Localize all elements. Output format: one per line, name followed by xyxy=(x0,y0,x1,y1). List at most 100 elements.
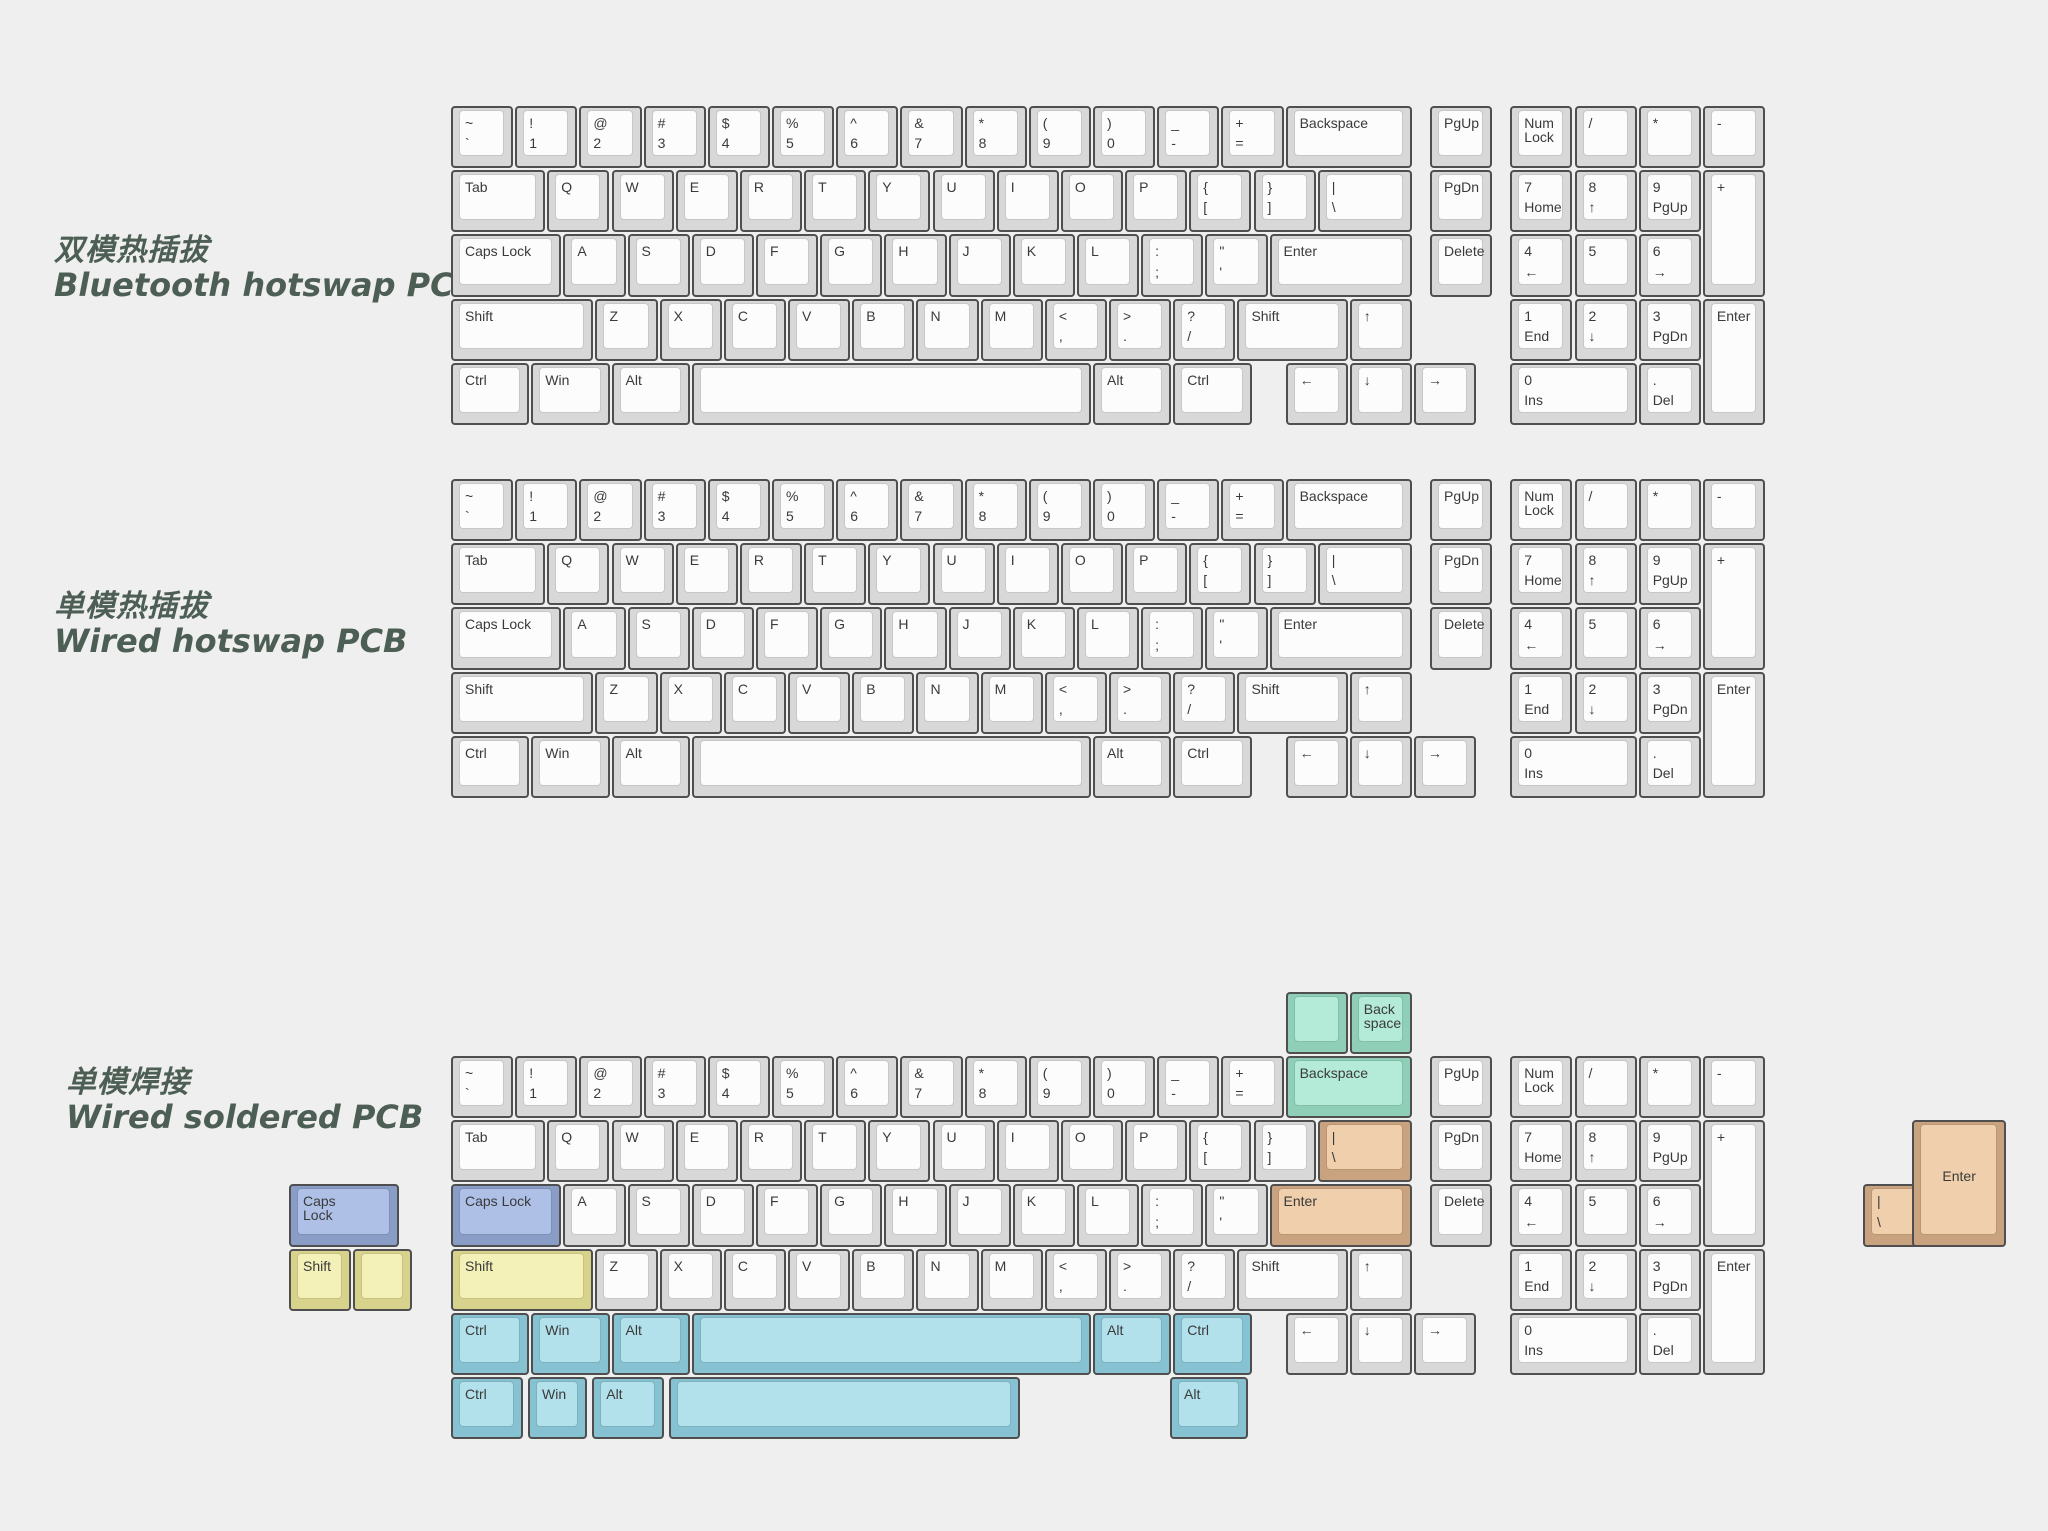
key-sublegend: . xyxy=(1123,327,1127,344)
key-sublegend: ↓ xyxy=(1588,700,1596,717)
key-symbol: #3 xyxy=(643,106,706,169)
key-r: R xyxy=(739,543,803,606)
key-o: O xyxy=(1060,1120,1124,1183)
key-legend: F xyxy=(769,1193,779,1210)
key-symbol: %5 xyxy=(772,1056,835,1119)
key-legend: PgUp xyxy=(1444,115,1480,131)
key-legend: + xyxy=(1235,1065,1244,1081)
key-shift: Shift xyxy=(1237,298,1348,361)
key-symbol: * xyxy=(1638,1056,1701,1119)
key-legend: ( xyxy=(1042,115,1048,131)
key-5: 5 xyxy=(1574,1184,1637,1247)
key-sublegend: 8 xyxy=(978,508,987,525)
key-sublegend: ← xyxy=(1524,1213,1539,1230)
key-legend: Win xyxy=(545,371,570,388)
key-legend: E xyxy=(689,552,700,569)
key-symbol: - xyxy=(1702,1056,1766,1119)
key-legend: Win xyxy=(545,744,570,761)
key-symbol: #3 xyxy=(643,479,706,542)
key-legend: Enter xyxy=(1283,616,1318,633)
key-symbol: :; xyxy=(1141,607,1204,670)
key-legend: + xyxy=(1716,552,1726,569)
key-sublegend: , xyxy=(1058,700,1063,717)
key-q: Q xyxy=(547,1120,610,1183)
key-enter: Enter xyxy=(1702,671,1766,798)
key-legend: O xyxy=(1074,552,1086,569)
key-legend: Caps Lock xyxy=(465,616,532,633)
key-symbol: (9 xyxy=(1028,106,1091,169)
key-sublegend: 8 xyxy=(978,1085,987,1102)
key-legend: @ xyxy=(593,115,608,131)
key-sublegend: ↑ xyxy=(1588,199,1596,216)
key-sublegend: 0 xyxy=(1107,135,1115,152)
key-symbol: )0 xyxy=(1093,479,1156,542)
key-sublegend: Del xyxy=(1652,764,1674,781)
key-legend: Shift xyxy=(303,1257,332,1274)
key-r: R xyxy=(739,1120,803,1183)
key-legend: Shift xyxy=(1251,1257,1280,1274)
key-symbol: ^6 xyxy=(836,1056,899,1119)
key-a: A xyxy=(563,607,626,670)
key-legend: E xyxy=(689,1129,700,1146)
key-legend: } xyxy=(1267,1129,1273,1146)
key-symbol: += xyxy=(1221,479,1284,542)
key-shift: Shift xyxy=(1237,1248,1348,1311)
key-legend: Tab xyxy=(465,552,488,569)
key-num-lock: Num Lock xyxy=(1510,479,1573,542)
key-delete: Delete xyxy=(1430,234,1493,297)
key-legend: E xyxy=(689,179,700,196)
key-m: M xyxy=(980,1248,1043,1311)
key-legend: Caps Lock xyxy=(465,243,532,260)
key-symbol: <, xyxy=(1044,298,1108,361)
key-alt-row-ctrl: Ctrl xyxy=(451,1377,523,1440)
key-legend: / xyxy=(1588,115,1593,131)
key-symbol: ↓ xyxy=(1349,1312,1412,1375)
key-sublegend: \ xyxy=(1331,1149,1336,1166)
key-legend: S xyxy=(641,616,651,633)
key-legend: S xyxy=(641,1193,651,1210)
key-sublegend: ' xyxy=(1219,636,1223,653)
key-legend: . xyxy=(1652,744,1657,761)
key-q: Q xyxy=(547,170,610,233)
key-m: M xyxy=(980,298,1043,361)
key-legend: . xyxy=(1652,371,1657,388)
key-sublegend: → xyxy=(1652,1213,1667,1230)
key-legend: + xyxy=(1716,1129,1726,1146)
key-symbol: * xyxy=(1638,106,1701,169)
key-sublegend: 5 xyxy=(786,135,794,152)
key-legend: Alt xyxy=(1184,1386,1201,1402)
key-sublegend: = xyxy=(1235,1085,1244,1102)
key-legend: 3 xyxy=(1652,680,1661,697)
key-sublegend: ` xyxy=(465,1085,470,1102)
key-legend: % xyxy=(786,488,799,504)
key-legend: U xyxy=(946,552,957,569)
key-symbol: !1 xyxy=(515,1056,578,1119)
key-sublegend: - xyxy=(1171,135,1176,152)
key-sublegend: 0 xyxy=(1107,508,1115,525)
key-legend: → xyxy=(1428,744,1442,761)
key-legend: Alt xyxy=(1107,1321,1124,1338)
key-legend: { xyxy=(1203,1129,1208,1146)
key-enter: Enter xyxy=(1269,1184,1412,1247)
key-legend: ← xyxy=(1299,744,1314,761)
section-label-wired-hotswap: 单模热插拔 Wired hotswap PCB xyxy=(54,590,407,659)
key-sublegend: = xyxy=(1235,508,1244,525)
key-legend: * xyxy=(1652,488,1659,504)
key-sublegend: 1 xyxy=(529,135,537,152)
key-backspace: Backspace xyxy=(1285,479,1412,542)
key-sublegend: \ xyxy=(1331,572,1336,589)
key-legend: Q xyxy=(561,1129,573,1146)
key-d: D xyxy=(691,1184,754,1247)
key-legend: D xyxy=(705,1193,716,1210)
key-tab: Tab xyxy=(451,1120,546,1183)
key-sublegend: 7 xyxy=(914,508,923,525)
key-tab: Tab xyxy=(451,170,546,233)
key-symbol: <, xyxy=(1044,671,1108,734)
key-alt: Alt xyxy=(1093,1312,1172,1375)
key-legend: - xyxy=(1716,488,1722,504)
key-symbol: / xyxy=(1574,479,1637,542)
key-symbol: |\ xyxy=(1317,543,1412,606)
key-legend: : xyxy=(1155,243,1160,260)
